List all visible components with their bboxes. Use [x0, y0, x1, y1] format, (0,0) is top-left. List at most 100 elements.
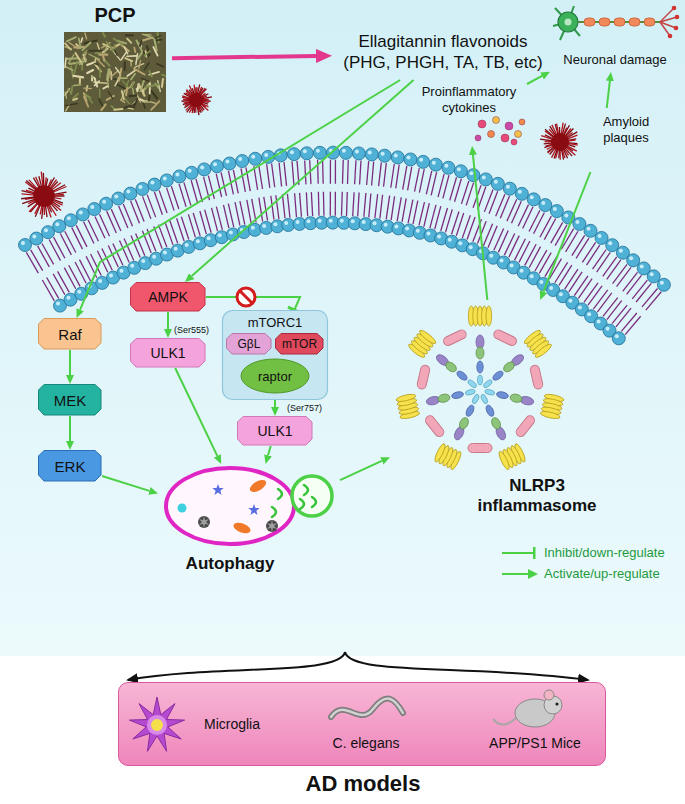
- lipid-head: [339, 146, 352, 159]
- mouse-tail: [493, 717, 517, 725]
- lipid-head: [491, 177, 504, 190]
- lipid-head: [160, 174, 173, 187]
- kinase-box: ERK: [38, 450, 102, 482]
- caspase-core: [484, 389, 495, 396]
- plant-stem: [124, 47, 127, 54]
- prohibit-slash: [240, 291, 252, 303]
- plant-stem: [65, 89, 70, 96]
- lipid-tail: [335, 160, 336, 184]
- lipid-tail: [489, 191, 498, 213]
- lipid-tail: [196, 179, 203, 202]
- cargo-star: [248, 504, 259, 515]
- plant-stem: [113, 51, 120, 60]
- lipid-tail: [584, 283, 598, 302]
- plant-stem: [162, 75, 165, 76]
- lipid-tail: [555, 262, 568, 282]
- lipid-shine: [437, 234, 441, 238]
- text-slot: Proinflammatory cytokines: [404, 84, 534, 115]
- plaque-fiber: [547, 145, 554, 149]
- lipid-tail: [569, 272, 582, 292]
- lipid-tail: [408, 167, 412, 191]
- plant-photo: [64, 32, 166, 112]
- plant-stem: [143, 103, 145, 108]
- plant-stem: [115, 50, 118, 56]
- asc-domain: [437, 393, 450, 403]
- node-label: Autophagy: [158, 554, 302, 574]
- lipid-shine: [419, 158, 423, 162]
- plant-stem: [151, 101, 159, 110]
- lipid-tail: [323, 192, 325, 216]
- connector: [274, 400, 276, 407]
- lipid-tail: [551, 222, 563, 243]
- plant-stem: [94, 78, 97, 87]
- cytokine-dot: [519, 119, 525, 125]
- connector: [172, 56, 316, 58]
- lipid-tail: [287, 194, 290, 218]
- lrr-disc: [396, 393, 417, 403]
- plaque-fiber: [552, 148, 557, 157]
- lipid-tail: [582, 242, 595, 262]
- lrr-disc: [398, 406, 419, 416]
- lrr-disc: [509, 445, 523, 465]
- pyd-domain: [435, 353, 451, 368]
- lipid-tail: [60, 234, 71, 255]
- plant-stem: [122, 91, 124, 99]
- lipid-tail: [621, 313, 636, 331]
- lipid-tail: [397, 197, 401, 221]
- lipid-tail: [613, 264, 627, 283]
- plaque-fiber: [545, 141, 553, 143]
- plant-stem: [126, 34, 133, 36]
- lipid-tail: [578, 279, 592, 299]
- lipid-tail: [159, 190, 167, 213]
- node-label: APP/PS1 Mice: [469, 735, 601, 751]
- lipid-head: [215, 231, 228, 244]
- plant-stem: [121, 45, 128, 51]
- lipid-head: [223, 157, 236, 170]
- lipid-tail: [228, 204, 233, 227]
- lipid-head: [249, 152, 262, 165]
- lipid-tail: [607, 301, 622, 320]
- worm-body: [331, 699, 403, 717]
- plant-stem: [95, 81, 99, 85]
- plant-stem: [66, 67, 72, 70]
- plant-stem: [65, 92, 67, 98]
- subunit-box: GβL: [226, 333, 272, 355]
- plant-stem: [149, 84, 151, 94]
- pyd-domain: [519, 395, 534, 406]
- node-label: mTOR: [282, 337, 317, 351]
- lrr-disc: [468, 306, 474, 326]
- connector: [268, 446, 271, 455]
- plaque-fiber: [565, 147, 573, 156]
- lipid-shine: [44, 228, 48, 232]
- plant-stem: [84, 97, 88, 107]
- text-slot: (Ser757): [287, 403, 322, 413]
- flow-arrow: [345, 652, 588, 680]
- plant-stem: [84, 93, 91, 97]
- lipid-tail: [42, 243, 54, 264]
- lipid-tail: [467, 217, 475, 240]
- subunit-ellipse: raptor: [240, 358, 310, 394]
- lipid-tail: [426, 171, 431, 194]
- plant-stem: [136, 54, 138, 64]
- plaque-fiber: [564, 148, 569, 155]
- lipid-head: [417, 155, 430, 168]
- plant-stem: [118, 85, 128, 90]
- lipid-tail: [535, 250, 547, 271]
- plant-stem: [145, 51, 148, 56]
- lipid-head: [539, 199, 552, 212]
- connector: [473, 155, 487, 300]
- kinase-box: AMPK: [130, 282, 206, 312]
- lipid-tail: [515, 239, 526, 260]
- neuron-body: [558, 12, 578, 32]
- microglia-cell: [129, 697, 184, 751]
- plant-stem: [87, 70, 93, 73]
- pyd-domain: [425, 395, 440, 406]
- lrr-disc: [513, 443, 527, 463]
- plant-stem: [84, 55, 86, 62]
- caspase-core: [467, 379, 478, 389]
- text-slot: Amyloid plaques: [588, 114, 664, 145]
- plant-stem: [128, 108, 133, 109]
- axon-terminal: [660, 22, 676, 28]
- plant-stem: [103, 56, 104, 60]
- asc-domain: [509, 393, 522, 403]
